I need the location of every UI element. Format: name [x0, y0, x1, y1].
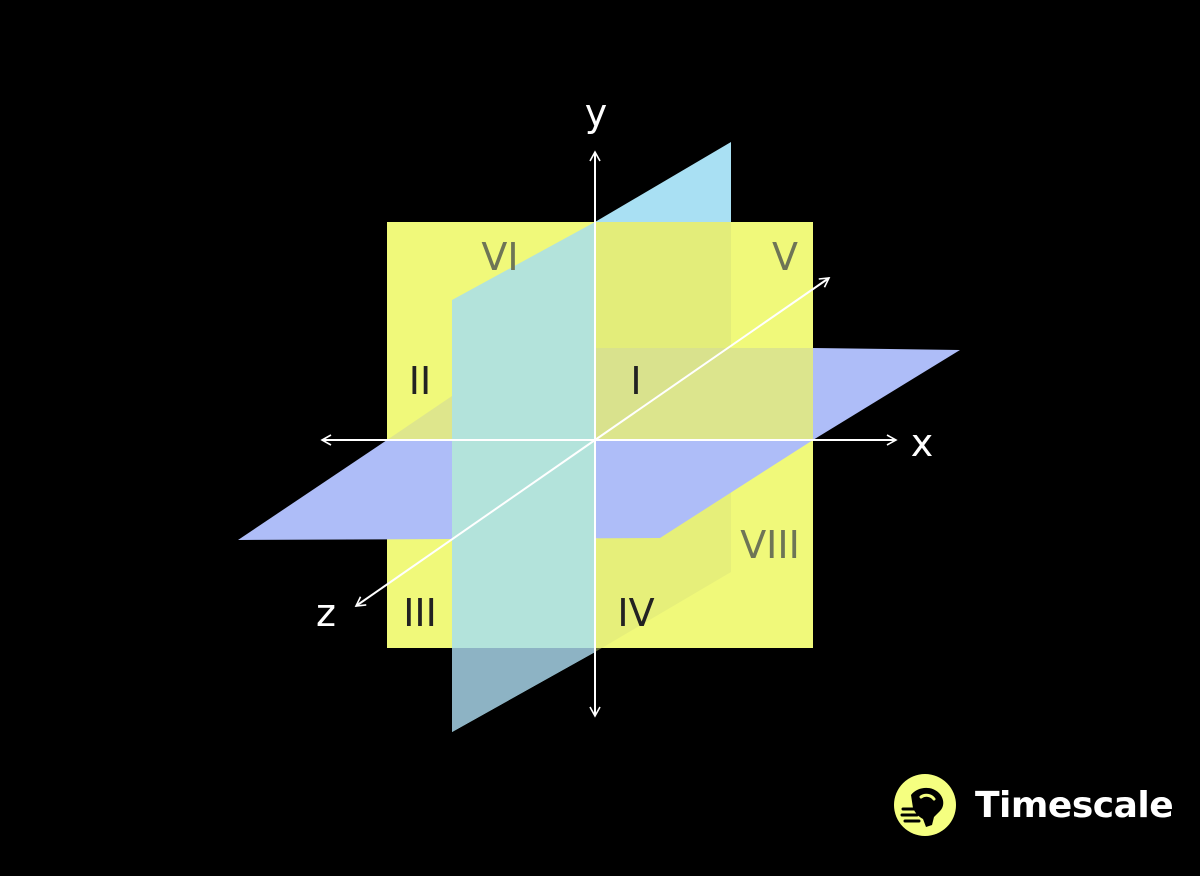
z-axis-label: z — [316, 591, 336, 635]
octant-label-iv: IV — [617, 591, 654, 635]
yz-plane-front — [452, 222, 595, 732]
yz-plane-lower-shadow — [595, 470, 731, 652]
timescale-brand: Timescale — [893, 772, 1174, 838]
yz-plane-front-bottom — [452, 648, 595, 732]
brand-name: Timescale — [975, 784, 1174, 826]
x-axis-label: x — [911, 421, 934, 465]
octant-label-i: I — [630, 359, 641, 403]
xz-plane-back-region — [595, 348, 813, 440]
z-axis — [354, 439, 596, 607]
y-axis-label: y — [585, 91, 608, 135]
octant-label-v: V — [772, 235, 798, 279]
timescale-logo-icon — [894, 774, 956, 836]
octant-label-vi: VI — [481, 235, 518, 279]
yz-plane-back-upper — [595, 142, 731, 222]
xz-plane-back-left-region — [387, 396, 452, 440]
octant-label-viii: VIII — [740, 523, 800, 567]
octant-label-iii: III — [403, 591, 437, 635]
z-axis-back — [594, 277, 831, 441]
xz-plane-back-right-extension — [813, 348, 960, 440]
octant-label-ii: II — [409, 359, 431, 403]
